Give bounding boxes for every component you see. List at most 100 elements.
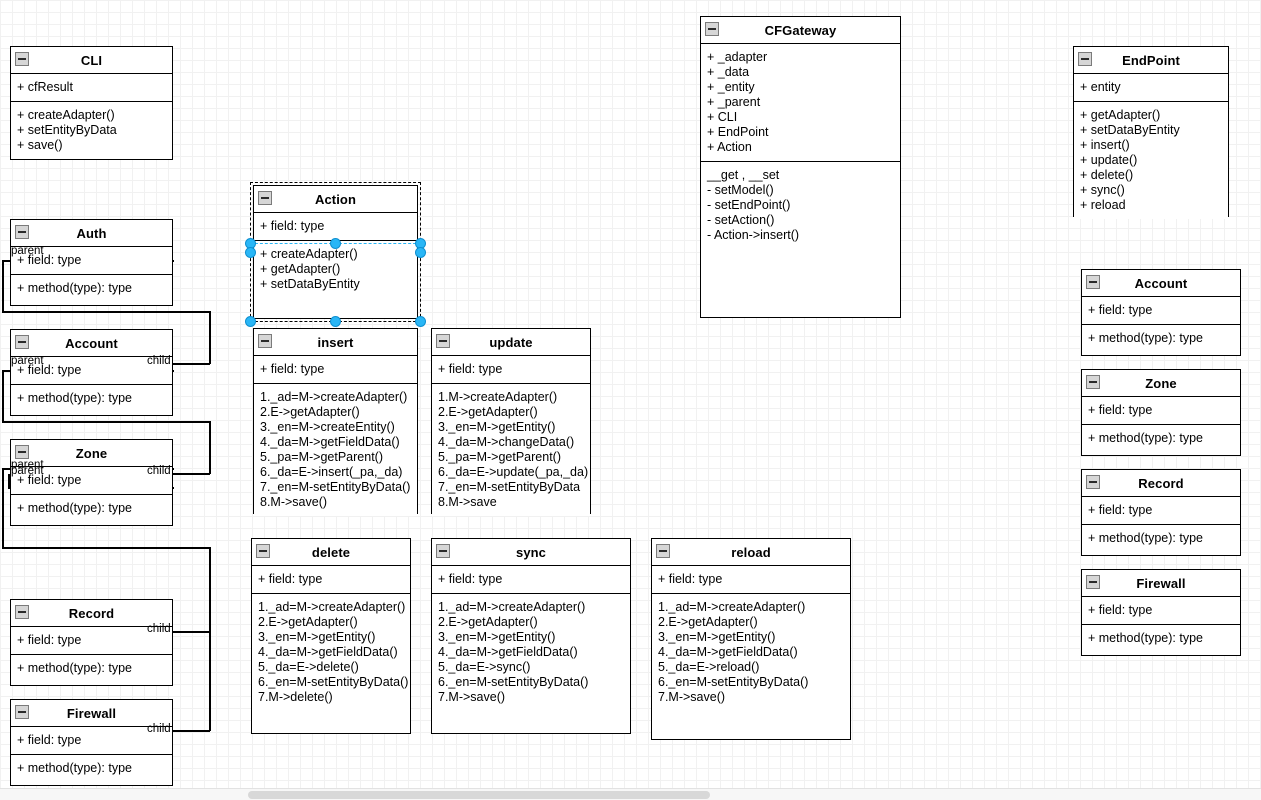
uml-method-row: + method(type): type	[17, 501, 132, 515]
selection-handle-e[interactable]	[415, 247, 426, 258]
uml-class-auth-left[interactable]: Auth+ field: type+ method(type): type	[10, 219, 173, 306]
horizontal-scrollbar-thumb[interactable]	[248, 791, 710, 799]
uml-class-endpoint[interactable]: EndPoint+ entity+ getAdapter()+ setDataB…	[1073, 46, 1229, 219]
collapse-minus-icon[interactable]	[436, 544, 450, 558]
uml-method-row: - setEndPoint()	[707, 198, 791, 212]
uml-method-row: 3._en=M->getEntity()	[258, 630, 376, 644]
collapse-minus-icon[interactable]	[15, 335, 29, 349]
collapse-minus-icon[interactable]	[1086, 275, 1100, 289]
selection-handle-s[interactable]	[330, 316, 341, 327]
uml-methods-compartment: + method(type): type	[11, 495, 172, 522]
horizontal-scrollbar[interactable]	[0, 788, 1261, 800]
uml-method-row: 5._pa=M->getParent()	[438, 450, 561, 464]
uml-attribute-row: + field: type	[17, 633, 82, 647]
collapse-minus-icon[interactable]	[705, 22, 719, 36]
uml-attribute-row: + field: type	[260, 362, 325, 376]
uml-class-account-left[interactable]: Account+ field: type+ method(type): type	[10, 329, 173, 416]
uml-method-row: 5._da=E->reload()	[658, 660, 760, 674]
uml-attributes-compartment: + field: type	[11, 627, 172, 655]
uml-method-row: + insert()	[1080, 138, 1130, 152]
collapse-minus-icon[interactable]	[258, 334, 272, 348]
association-connector[interactable]	[2, 547, 210, 549]
uml-methods-compartment: + method(type): type	[11, 385, 172, 412]
selection-handle-sw[interactable]	[245, 316, 256, 327]
uml-class-header: Firewall	[1082, 570, 1240, 597]
uml-attribute-row: + field: type	[17, 363, 82, 377]
uml-method-row: 3._en=M->getEntity()	[658, 630, 776, 644]
collapse-minus-icon[interactable]	[15, 705, 29, 719]
uml-method-row: + getAdapter()	[260, 262, 341, 276]
uml-method-row: + setDataByEntity	[260, 277, 360, 291]
association-connector[interactable]	[209, 631, 211, 731]
uml-class-name: Action	[314, 191, 357, 207]
uml-attributes-compartment: + field: type	[252, 566, 410, 594]
uml-methods-compartment: 1._ad=M->createAdapter()2.E->getAdapter(…	[652, 594, 850, 711]
collapse-minus-icon[interactable]	[1086, 475, 1100, 489]
association-connector[interactable]	[2, 311, 210, 313]
uml-class-header: Firewall	[11, 700, 172, 727]
collapse-minus-icon[interactable]	[15, 225, 29, 239]
association-connector[interactable]	[2, 468, 4, 548]
uml-class-account-right[interactable]: Account+ field: type+ method(type): type	[1081, 269, 1241, 356]
uml-class-record-left[interactable]: Record+ field: type+ method(type): type	[10, 599, 173, 686]
uml-class-record-right[interactable]: Record+ field: type+ method(type): type	[1081, 469, 1241, 556]
uml-class-cli[interactable]: CLI+ cfResult+ createAdapter()+ setEntit…	[10, 46, 173, 160]
collapse-minus-icon[interactable]	[15, 445, 29, 459]
association-connector[interactable]	[2, 370, 4, 422]
uml-class-cfgateway[interactable]: CFGateway+ _adapter+ _data+ _entity+ _pa…	[700, 16, 901, 318]
connector-label-account-child: child	[147, 355, 171, 367]
uml-class-header: CFGateway	[701, 17, 900, 44]
uml-method-row: + createAdapter()	[17, 108, 115, 122]
collapse-minus-icon[interactable]	[1086, 575, 1100, 589]
association-connector[interactable]	[209, 421, 211, 474]
collapse-minus-icon[interactable]	[256, 544, 270, 558]
uml-attribute-row: + field: type	[17, 253, 82, 267]
uml-attribute-row: + _data	[707, 65, 750, 79]
association-connector[interactable]	[2, 421, 210, 423]
uml-method-row: 1.M->createAdapter()	[438, 390, 558, 404]
association-connector[interactable]	[150, 730, 210, 732]
uml-method-row: + method(type): type	[1088, 431, 1203, 445]
collapse-minus-icon[interactable]	[1086, 375, 1100, 389]
uml-attributes-compartment: + field: type	[254, 356, 417, 384]
uml-method-row: + method(type): type	[17, 391, 132, 405]
uml-class-name: Account	[1134, 275, 1188, 291]
uml-method-row: + method(type): type	[17, 661, 132, 675]
collapse-minus-icon[interactable]	[436, 334, 450, 348]
uml-class-firewall-left[interactable]: Firewall+ field: type+ method(type): typ…	[10, 699, 173, 786]
collapse-minus-icon[interactable]	[1078, 52, 1092, 66]
uml-class-name: CLI	[80, 52, 103, 68]
collapse-minus-icon[interactable]	[656, 544, 670, 558]
uml-class-name: Firewall	[1136, 575, 1186, 591]
selection-handle-n[interactable]	[330, 238, 341, 249]
uml-attribute-row: + CLI	[707, 110, 738, 124]
uml-method-row: + method(type): type	[17, 281, 132, 295]
association-connector[interactable]	[8, 474, 10, 488]
selection-handle-w[interactable]	[245, 247, 256, 258]
association-connector[interactable]	[209, 547, 211, 632]
uml-class-action[interactable]: Action+ field: type+ createAdapter()+ ge…	[253, 185, 418, 319]
uml-class-zone-right[interactable]: Zone+ field: type+ method(type): type	[1081, 369, 1241, 456]
uml-class-header: CLI	[11, 47, 172, 74]
collapse-minus-icon[interactable]	[15, 52, 29, 66]
association-connector[interactable]	[209, 311, 211, 364]
association-connector[interactable]	[2, 260, 4, 312]
uml-methods-compartment: 1._ad=M->createAdapter()2.E->getAdapter(…	[254, 384, 417, 516]
selection-handle-se[interactable]	[415, 316, 426, 327]
uml-class-zone-left[interactable]: Zone+ field: type+ method(type): type	[10, 439, 173, 526]
collapse-minus-icon[interactable]	[258, 191, 272, 205]
uml-method-row: - Action->insert()	[707, 228, 800, 242]
association-connector[interactable]	[150, 363, 210, 365]
association-connector[interactable]	[150, 631, 210, 633]
association-connector[interactable]	[150, 473, 210, 475]
uml-method-row: 8.M->save()	[260, 495, 328, 509]
collapse-minus-icon[interactable]	[15, 605, 29, 619]
uml-method-row: + delete()	[1080, 168, 1134, 182]
uml-class-firewall-right[interactable]: Firewall+ field: type+ method(type): typ…	[1081, 569, 1241, 656]
